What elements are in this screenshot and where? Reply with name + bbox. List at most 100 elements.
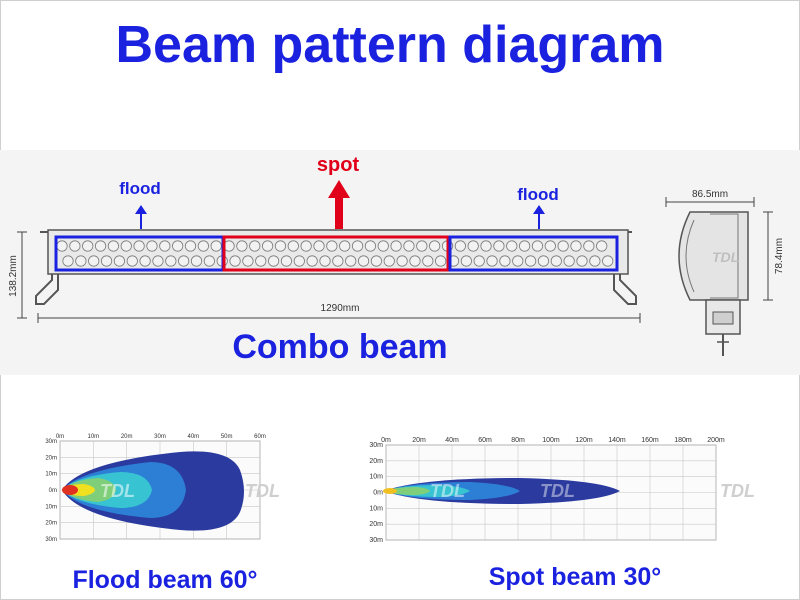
x-tick-label: 100m — [542, 437, 560, 444]
led-lens — [576, 255, 588, 267]
y-tick-label: 10m — [369, 505, 383, 512]
led-lens — [422, 255, 434, 267]
led-lens — [544, 240, 556, 252]
light-bar-front — [35, 229, 637, 305]
led-lens — [159, 240, 171, 252]
y-tick-label: 30m — [45, 439, 57, 445]
x-tick-label: 200m — [707, 437, 725, 444]
led-lens — [454, 240, 466, 252]
y-tick-label: 10m — [369, 474, 383, 481]
y-tick-label: 10m — [45, 504, 57, 510]
flood-left-pointer: flood — [119, 179, 161, 229]
spot-beam-caption: Spot beam 30° — [489, 563, 662, 591]
spot-beam-hotspot — [383, 488, 397, 494]
led-lens — [120, 240, 132, 252]
led-lens — [293, 255, 305, 267]
led-lens — [589, 255, 601, 267]
led-lens — [570, 240, 582, 252]
x-tick-label: 120m — [575, 437, 593, 444]
length-dimension: 1290mm — [37, 303, 641, 323]
led-lens — [197, 240, 209, 252]
led-lens — [210, 240, 222, 252]
led-array — [56, 240, 614, 267]
arrow-up-icon — [328, 180, 350, 229]
length-label: 1290mm — [321, 303, 360, 314]
led-lens — [403, 240, 415, 252]
led-lens — [261, 240, 274, 252]
spot-watermark-2: TDL — [540, 481, 575, 501]
spot-watermark-1: TDL — [430, 481, 465, 501]
x-tick-label: 30m — [154, 434, 166, 440]
led-lens — [280, 255, 293, 267]
led-lens — [357, 255, 370, 267]
x-tick-label: 80m — [511, 437, 525, 444]
led-lens — [429, 240, 441, 252]
spot-pointer: spot — [317, 154, 359, 229]
y-tick-label: 10m — [45, 472, 57, 478]
x-tick-label: 60m — [478, 437, 492, 444]
height-dimension: 138.2mm — [8, 231, 27, 319]
led-lens — [499, 255, 511, 267]
combo-beam-caption: Combo beam — [232, 328, 447, 366]
led-lens — [113, 255, 126, 267]
led-lens — [306, 255, 318, 267]
side-watermark: TDL — [712, 249, 739, 265]
y-tick-label: 0m — [373, 490, 383, 497]
led-lens — [249, 240, 261, 252]
led-lens — [69, 240, 81, 252]
led-lens — [486, 255, 498, 267]
led-lens — [512, 255, 524, 267]
led-lens — [550, 255, 562, 267]
led-lens — [524, 255, 537, 267]
led-lens — [82, 240, 94, 252]
x-tick-label: 160m — [641, 437, 659, 444]
arrow-up-icon — [533, 205, 545, 229]
led-lens — [473, 255, 485, 267]
led-lens — [339, 240, 351, 252]
led-lens — [396, 255, 408, 267]
led-lens — [267, 255, 280, 267]
flood-section-right — [448, 235, 619, 272]
flood-left-label: flood — [119, 179, 161, 198]
y-tick-label: 30m — [369, 537, 383, 544]
led-lens — [229, 255, 241, 267]
led-lens — [100, 255, 113, 267]
led-lens — [409, 255, 421, 267]
led-lens — [300, 240, 312, 252]
led-lens — [563, 255, 575, 267]
led-lens — [435, 255, 447, 267]
y-tick-label: 0m — [49, 488, 57, 494]
led-lens — [460, 255, 472, 267]
flood-watermark-1: TDL — [100, 481, 135, 501]
x-tick-label: 40m — [445, 437, 459, 444]
led-lens — [165, 255, 177, 267]
height-label: 138.2mm — [8, 255, 19, 297]
led-lens — [56, 240, 68, 252]
led-lens — [370, 255, 382, 267]
led-lens — [319, 255, 331, 267]
led-lens — [467, 240, 479, 252]
led-lens — [518, 240, 531, 252]
x-tick-label: 20m — [121, 434, 133, 440]
led-lens — [287, 240, 299, 252]
spot-watermark-3: TDL — [720, 481, 755, 501]
led-lens — [274, 240, 287, 252]
led-lens — [133, 240, 145, 252]
led-lens — [152, 255, 164, 267]
led-lens — [596, 240, 608, 252]
led-lens — [326, 240, 338, 252]
flood-beam-hotspot — [62, 485, 78, 495]
led-lens — [203, 255, 215, 267]
x-tick-label: 50m — [221, 434, 233, 440]
led-lens — [236, 240, 248, 252]
x-tick-label: 0m — [381, 437, 391, 444]
led-lens — [242, 255, 254, 267]
led-lens — [178, 255, 190, 267]
led-lens — [184, 240, 197, 252]
x-tick-label: 20m — [412, 437, 426, 444]
led-lens — [493, 240, 505, 252]
x-tick-label: 60m — [254, 434, 266, 440]
